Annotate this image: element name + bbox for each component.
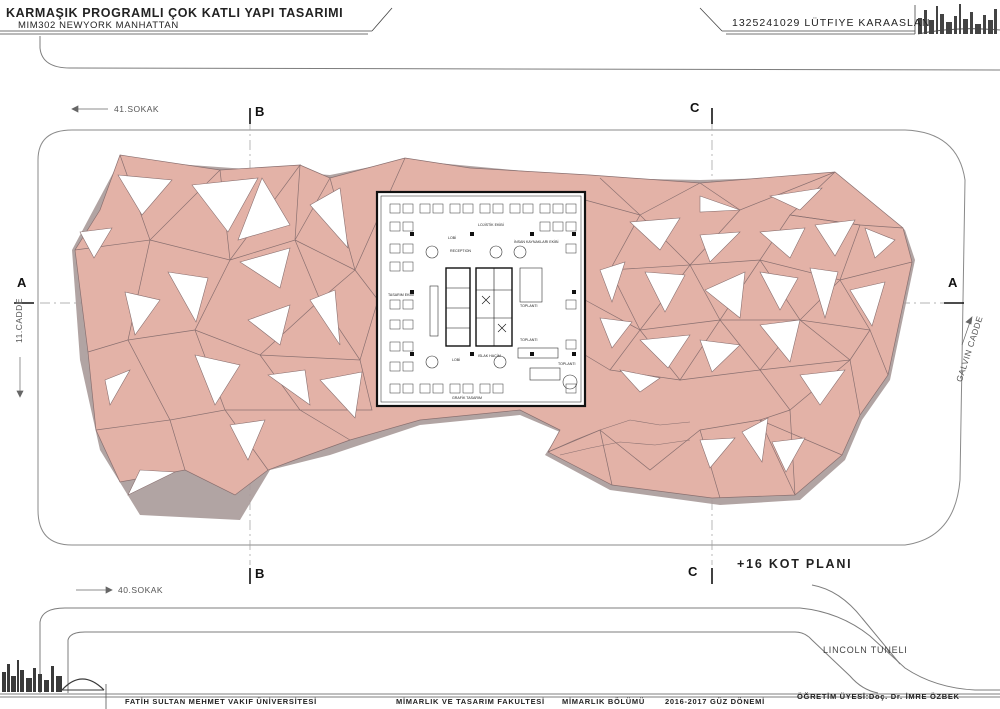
room-label: TOPLANTI [520, 338, 538, 342]
room-label: GRAFİK TASARIM [452, 396, 483, 400]
facade-openings [79, 174, 896, 496]
facade-lower-wing [547, 419, 691, 456]
floor-plan [375, 190, 587, 408]
section-label-b-bottom: B [255, 566, 265, 581]
footer-instructor: ÖĞRETİM ÜYESİ:Doç. Dr. İMRE ÖZBEK [797, 692, 960, 701]
room-label: LOBİ [452, 358, 461, 362]
footer-university: FATİH SULTAN MEHMET VAKIF ÜNİVERSİTESİ [125, 697, 317, 706]
street-label-left: 11.CADDE [14, 298, 24, 343]
room-label: TOPLANTI [558, 362, 576, 366]
street-label-bottom: 40.SOKAK [118, 585, 164, 595]
room-label: LOBİ [448, 236, 457, 240]
section-label-b-top: B [255, 104, 265, 119]
section-label-c-bottom: C [688, 564, 698, 579]
site-boundary [37, 129, 966, 546]
student-info: 1325241029 LÜTFIYE KARAASLAN [732, 17, 931, 29]
tunnel-label: LINCOLN TUNELI [823, 645, 908, 655]
section-label-c-top: C [690, 100, 700, 115]
room-label: TASARIM EKİBİ [388, 293, 414, 297]
skyline-illustration-bottom [2, 660, 105, 692]
skyline-illustration-top [917, 4, 1000, 35]
section-markers [14, 108, 964, 584]
footer-term: 2016-2017 GÜZ DÖNEMİ [665, 697, 765, 706]
road-edge-top [39, 36, 1000, 71]
room-label: İNSAN KAYNAKLARI EKİBİ [514, 240, 559, 244]
footer-frame [0, 684, 1000, 709]
section-label-a-right: A [948, 275, 958, 290]
room-label: RECEPTION [450, 249, 471, 253]
room-label: LOJİSTİK EKİBİ [478, 223, 504, 227]
street-arrows [16, 105, 973, 594]
plan-title: +16 KOT PLANI [737, 557, 853, 571]
header-frame [0, 5, 916, 35]
course-subtitle: MIM302 NEWYORK MANHATTAN [18, 20, 179, 31]
room-label: ISLAK HACİM [478, 354, 501, 358]
road-edge-bottom [39, 584, 1000, 694]
footer-department: MİMARLIK BÖLÜMÜ [562, 697, 645, 706]
street-label-top: 41.SOKAK [114, 104, 160, 114]
drawing-title: KARMAŞIK PROGRAMLI ÇOK KATLI YAPI TASARI… [6, 6, 344, 20]
room-label: TOPLANTI [520, 304, 538, 308]
footer-faculty: MİMARLIK VE TASARIM FAKULTESİ [396, 697, 545, 706]
section-label-a-left: A [17, 275, 27, 290]
